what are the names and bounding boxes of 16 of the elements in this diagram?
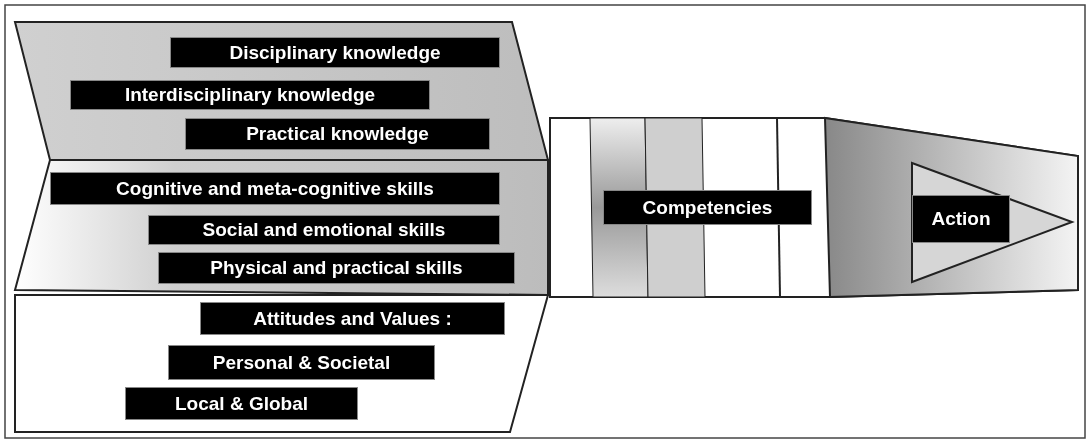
triangle-shape [912,163,1075,282]
text-label: Attitudes and Values : [200,302,505,335]
band-shape [15,160,548,295]
text-label: Practical knowledge [185,118,490,150]
arrow-shape [550,118,1080,298]
text-label: Action [912,195,1010,243]
text-label: Social and emotional skills [148,215,500,245]
text-label: Interdisciplinary knowledge [70,80,430,110]
text-label: Personal & Societal [168,345,435,380]
text-label: Physical and practical skills [158,252,515,284]
band-shape [15,22,548,160]
text-label: Cognitive and meta-cognitive skills [50,172,500,205]
band-shape [15,295,548,432]
text-label: Disciplinary knowledge [170,37,500,68]
text-label: Competencies [603,190,812,225]
text-label: Local & Global [125,387,358,420]
